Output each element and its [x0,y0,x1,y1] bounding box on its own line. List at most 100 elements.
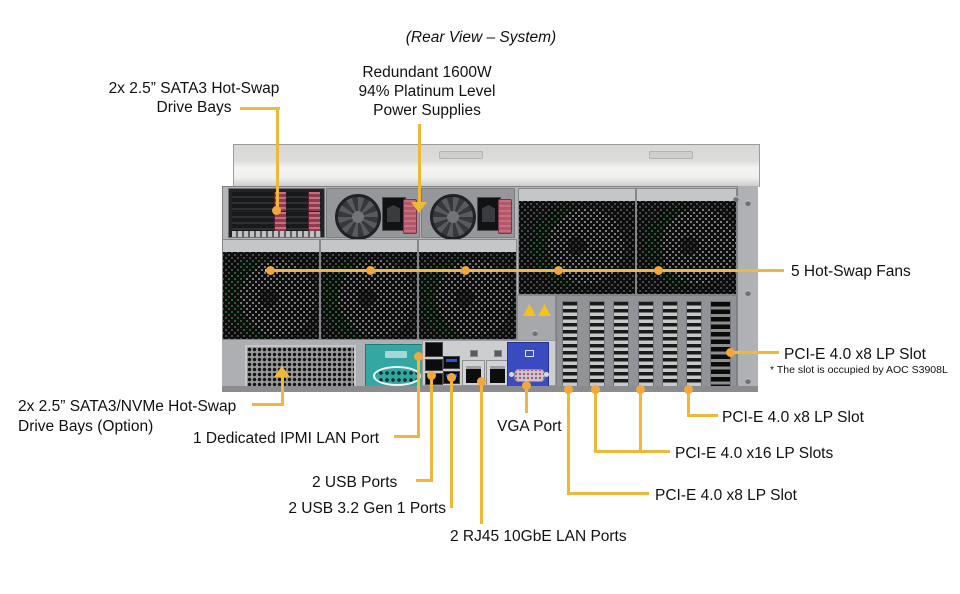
screw [745,200,751,206]
label-ipmi: 1 Dedicated IPMI LAN Port [193,430,380,447]
callout-line-usb32 [450,377,453,508]
callout-dot-pcie-upper [684,385,693,394]
callout-line-drive-bays [276,107,279,209]
label-fans: 5 Hot-Swap Fans [791,263,911,280]
rj45-lan-port-2 [486,360,509,386]
pcie-slot-area [556,295,737,390]
hot-swap-fan-5 [636,188,737,295]
hot-swap-fan-1 [222,239,320,340]
fan-grille [419,252,516,339]
callout-dot-fan-4 [554,266,563,275]
server-chassis-rear [222,142,760,392]
callout-dot-ipmi [414,352,423,361]
label-drive-option: 2x 2.5” SATA3/NVMe Hot-Swap Drive Bays (… [18,398,237,435]
callout-dot-fan-1 [266,266,275,275]
cover-latch [649,151,693,159]
callout-arrow-psu [411,202,427,213]
fan-grille [637,201,736,294]
label-drive-bays: 2x 2.5” SATA3 Hot-Swap Drive Bays [108,80,280,116]
psu-fan [430,194,476,240]
drive-bay-ledge [232,231,321,237]
psu-power-inlet [477,197,501,231]
vga-screw [544,372,549,377]
psu-fan [335,194,381,240]
callout-line-ipmi [417,356,420,438]
callout-line-pcie-upper [687,389,690,417]
drive-latch [308,192,320,211]
callout-dot-pcie-x16-b [636,385,645,394]
label-usb: 2 USB Ports [312,474,398,491]
pcie-slot-cover-4 [638,301,654,387]
screw [532,330,538,336]
callout-arrow-drive-option [274,366,290,377]
callout-line-psu [418,124,421,204]
warning-label-icon [538,304,551,316]
power-supply-2 [421,188,515,240]
vga-port-module [507,342,549,388]
callout-line-usb [430,375,433,482]
callout-dot-vga [522,381,531,390]
cover-latch [439,151,483,159]
hot-swap-fan-2 [320,239,418,340]
drive-latch [308,212,320,231]
diagram-title: (Rear View – System) [405,29,557,46]
pcie-slot-cover-3 [613,301,629,387]
callout-line-vga [525,386,528,413]
fan-grille [223,252,319,339]
callout-dot-fan-5 [654,266,663,275]
callout-dot-fan-2 [366,266,375,275]
ipmi-lan-port [425,342,443,357]
drive-tray-row [232,212,321,231]
callout-line-pcie-x16 [594,389,597,453]
screw [733,196,739,202]
lan-icon [494,350,502,357]
callout-dot-usb32 [447,373,456,382]
hot-swap-fan-4 [518,188,636,295]
label-vga: VGA Port [497,418,562,435]
pcie-slot-cover-7-occupied [710,301,731,387]
callout-line-rj45 [480,381,483,524]
callout-line-pcie-x16 [594,450,670,453]
callout-dot-pcie-x16-a [591,385,600,394]
hot-swap-fan-3 [418,239,517,340]
usb-port-1 [425,359,443,371]
label-pcie-occupied-note: * The slot is occupied by AOC S3908L [770,364,948,376]
callout-line-pcie-upper [687,414,718,417]
external-connector-module [365,344,425,389]
callout-dot-pcie-lower [564,385,573,394]
callout-dot-drive-bays [272,206,281,215]
external-connector-port [373,366,421,386]
optional-drive-bay-vent [245,345,356,389]
callout-line-drive-option [252,403,284,406]
display-icon [525,350,534,357]
callout-dot-pcie-occupied [726,348,735,357]
power-supply-1 [326,188,420,240]
label-pcie-lower: PCI-E 4.0 x8 LP Slot [655,487,797,504]
label-rj45: 2 RJ45 10GbE LAN Ports [450,528,627,545]
psu-power-inlet [382,197,406,231]
callout-dot-usb [427,371,436,380]
pcie-slot-cover-6 [686,301,702,387]
label-pcie-upper: PCI-E 4.0 x8 LP Slot [722,409,864,426]
pcie-slot-cover-2 [589,301,605,387]
callout-line-pcie-occupied [733,351,779,354]
callout-line-fans [265,269,784,272]
chassis-right-rail [737,186,758,390]
fan-grille [519,201,635,294]
chassis-top-cover [233,144,760,187]
callout-line-usb [416,479,433,482]
callout-dot-rj45 [477,377,486,386]
lan-icon [470,350,478,357]
callout-line-ipmi [394,435,420,438]
callout-line-pcie-lower [567,389,570,495]
usb32-port-1 [443,356,460,369]
callout-line-drive-bays [240,107,280,110]
vga-screw [509,372,514,377]
label-usb32: 2 USB 3.2 Gen 1 Ports [288,500,446,517]
psu-release-handle [498,199,512,234]
screw [745,290,751,296]
callout-line-drive-option [281,374,284,406]
drive-latch [274,212,286,231]
pcie-slot-cover-5 [662,301,678,387]
